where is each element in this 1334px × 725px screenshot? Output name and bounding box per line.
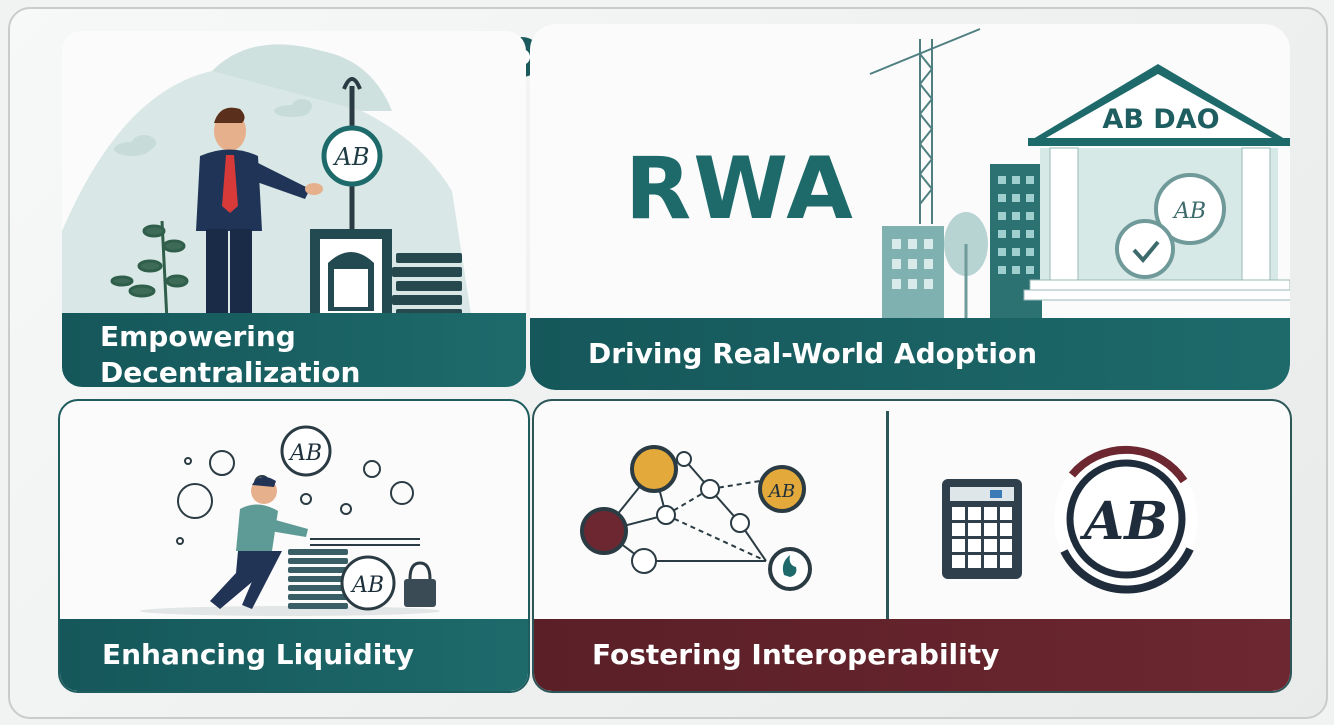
- token-mark: AB: [350, 573, 384, 598]
- label-empowering-decentralization: Empowering Decentralization: [100, 320, 361, 387]
- infographic-frame: AB Empowering Decentralization RWA: [8, 7, 1328, 719]
- panel-divider: [886, 411, 889, 625]
- network-node-gold-icon: [630, 445, 678, 493]
- banner-fostering-interoperability: Fostering Interoperability: [534, 619, 1290, 691]
- scene-liquidity: AB AB: [140, 425, 440, 616]
- banner-enhancing-liquidity: Enhancing Liquidity: [60, 619, 528, 691]
- scene-calculator-token: AB: [942, 445, 1198, 594]
- panel-enhancing-liquidity: AB AB: [58, 399, 530, 693]
- cloud-icon: [274, 99, 312, 117]
- token-bubble-icon: AB: [280, 425, 332, 477]
- dao-bank-icon: [1023, 64, 1290, 301]
- scene-city-dao: AB: [869, 28, 1290, 324]
- rwa-title: RWA: [625, 139, 855, 239]
- label-driving-adoption: Driving Real-World Adoption: [588, 337, 1038, 370]
- token-mark: AB: [767, 481, 795, 502]
- calculator-icon: [942, 479, 1022, 579]
- coin-stack-icon: [288, 549, 348, 609]
- person-pushing-icon: [210, 476, 308, 609]
- token-mark: AB: [288, 441, 322, 466]
- panel-empowering-decentralization: AB Empowering Decentralization: [62, 31, 526, 387]
- label-fostering-interoperability: Fostering Interoperability: [592, 638, 1000, 671]
- panel-fostering-interoperability: AB: [532, 399, 1292, 693]
- banner-driving-adoption: Driving Real-World Adoption: [530, 318, 1290, 390]
- scene-businessman-scale: AB: [62, 44, 472, 321]
- businessman-icon: [196, 107, 323, 321]
- dao-label: AB DAO: [1102, 104, 1220, 135]
- banner-empowering-decentralization: Empowering Decentralization: [62, 313, 526, 387]
- network-token-icon: AB: [758, 465, 806, 513]
- gear-icon: [1115, 173, 1226, 279]
- label-enhancing-liquidity: Enhancing Liquidity: [102, 638, 415, 671]
- tree-icon: [944, 212, 988, 324]
- token-coin-icon: AB: [340, 555, 396, 611]
- scene-network: AB: [580, 445, 812, 591]
- network-node-maroon-icon: [580, 507, 628, 555]
- token-mark: AB: [333, 143, 370, 171]
- panel-driving-adoption: RWA: [530, 24, 1290, 390]
- book-stack-icon: [392, 253, 462, 319]
- padlock-icon: [404, 561, 436, 607]
- checkmark-icon: [1132, 240, 1160, 264]
- network-node-flame-icon: [768, 547, 812, 591]
- token-emblem-icon: AB: [1054, 445, 1198, 594]
- gear-token-mark: AB: [1172, 199, 1206, 224]
- crane-icon: [869, 28, 981, 224]
- scale-token-icon: AB: [310, 77, 392, 321]
- network-node-icon: [631, 451, 750, 574]
- token-mark: AB: [1079, 491, 1168, 552]
- plant-icon: [110, 220, 189, 321]
- cloud-icon: [114, 135, 156, 156]
